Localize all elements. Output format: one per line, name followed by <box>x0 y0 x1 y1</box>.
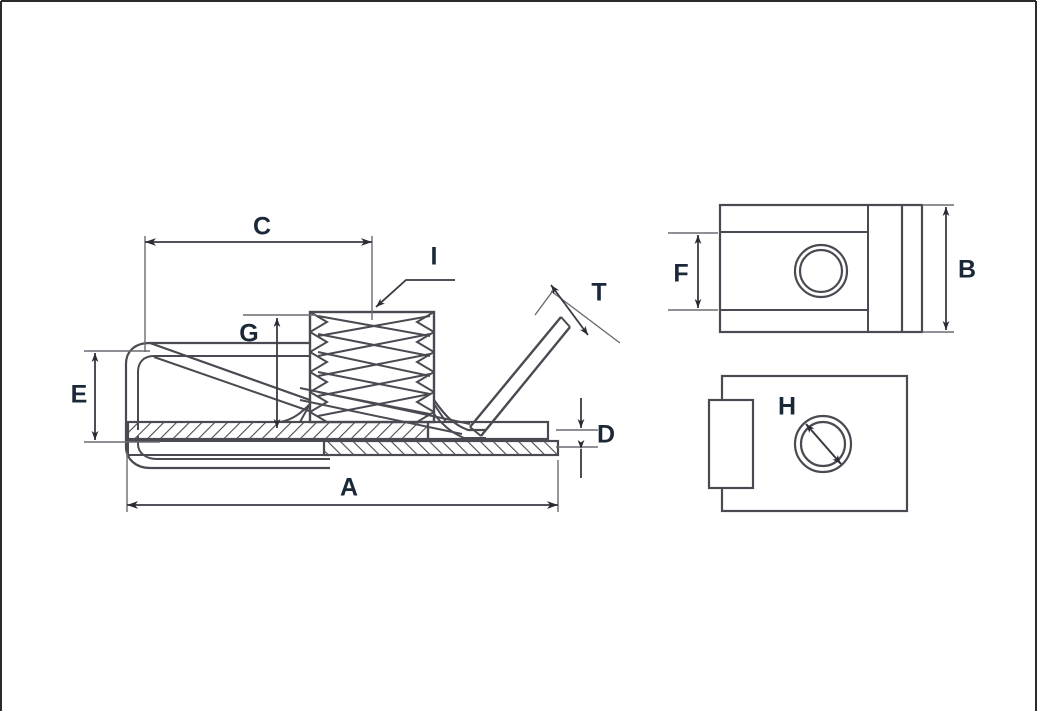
dimension-F <box>668 232 718 311</box>
base-plate-left-section <box>126 420 430 441</box>
dimension-label-G: G <box>239 320 258 348</box>
dimension-label-C: C <box>253 213 271 241</box>
dimension-D <box>556 398 598 478</box>
spring-clip-return-flange <box>124 341 330 470</box>
bottom-plan-view <box>707 374 909 513</box>
base-plate-right-section <box>426 420 550 441</box>
dimension-label-T: T <box>591 279 606 307</box>
dimension-label-I: I <box>431 243 438 271</box>
dimension-label-A: A <box>340 474 358 502</box>
dimension-T <box>534 284 621 344</box>
dimension-label-D: D <box>597 421 615 449</box>
dimension-label-E: E <box>71 381 88 409</box>
dimension-label-F: F <box>673 260 688 288</box>
dimension-B <box>922 204 954 333</box>
lower-spring-wire <box>299 387 471 435</box>
base-plate-lower-section <box>127 439 560 457</box>
dimension-E <box>84 350 160 443</box>
dimension-I-leader <box>375 279 455 308</box>
dimension-G <box>243 314 316 428</box>
thread-inner-circle <box>798 248 844 294</box>
dimension-A <box>126 452 559 512</box>
dimension-label-B: B <box>958 256 976 284</box>
dimension-label-H: H <box>778 393 796 421</box>
bottom-plan-tab <box>707 398 755 490</box>
top-plan-view <box>718 203 924 334</box>
spring-arm <box>149 341 313 413</box>
dimension-C <box>144 236 373 352</box>
hole-diameter-arrow <box>805 423 842 465</box>
